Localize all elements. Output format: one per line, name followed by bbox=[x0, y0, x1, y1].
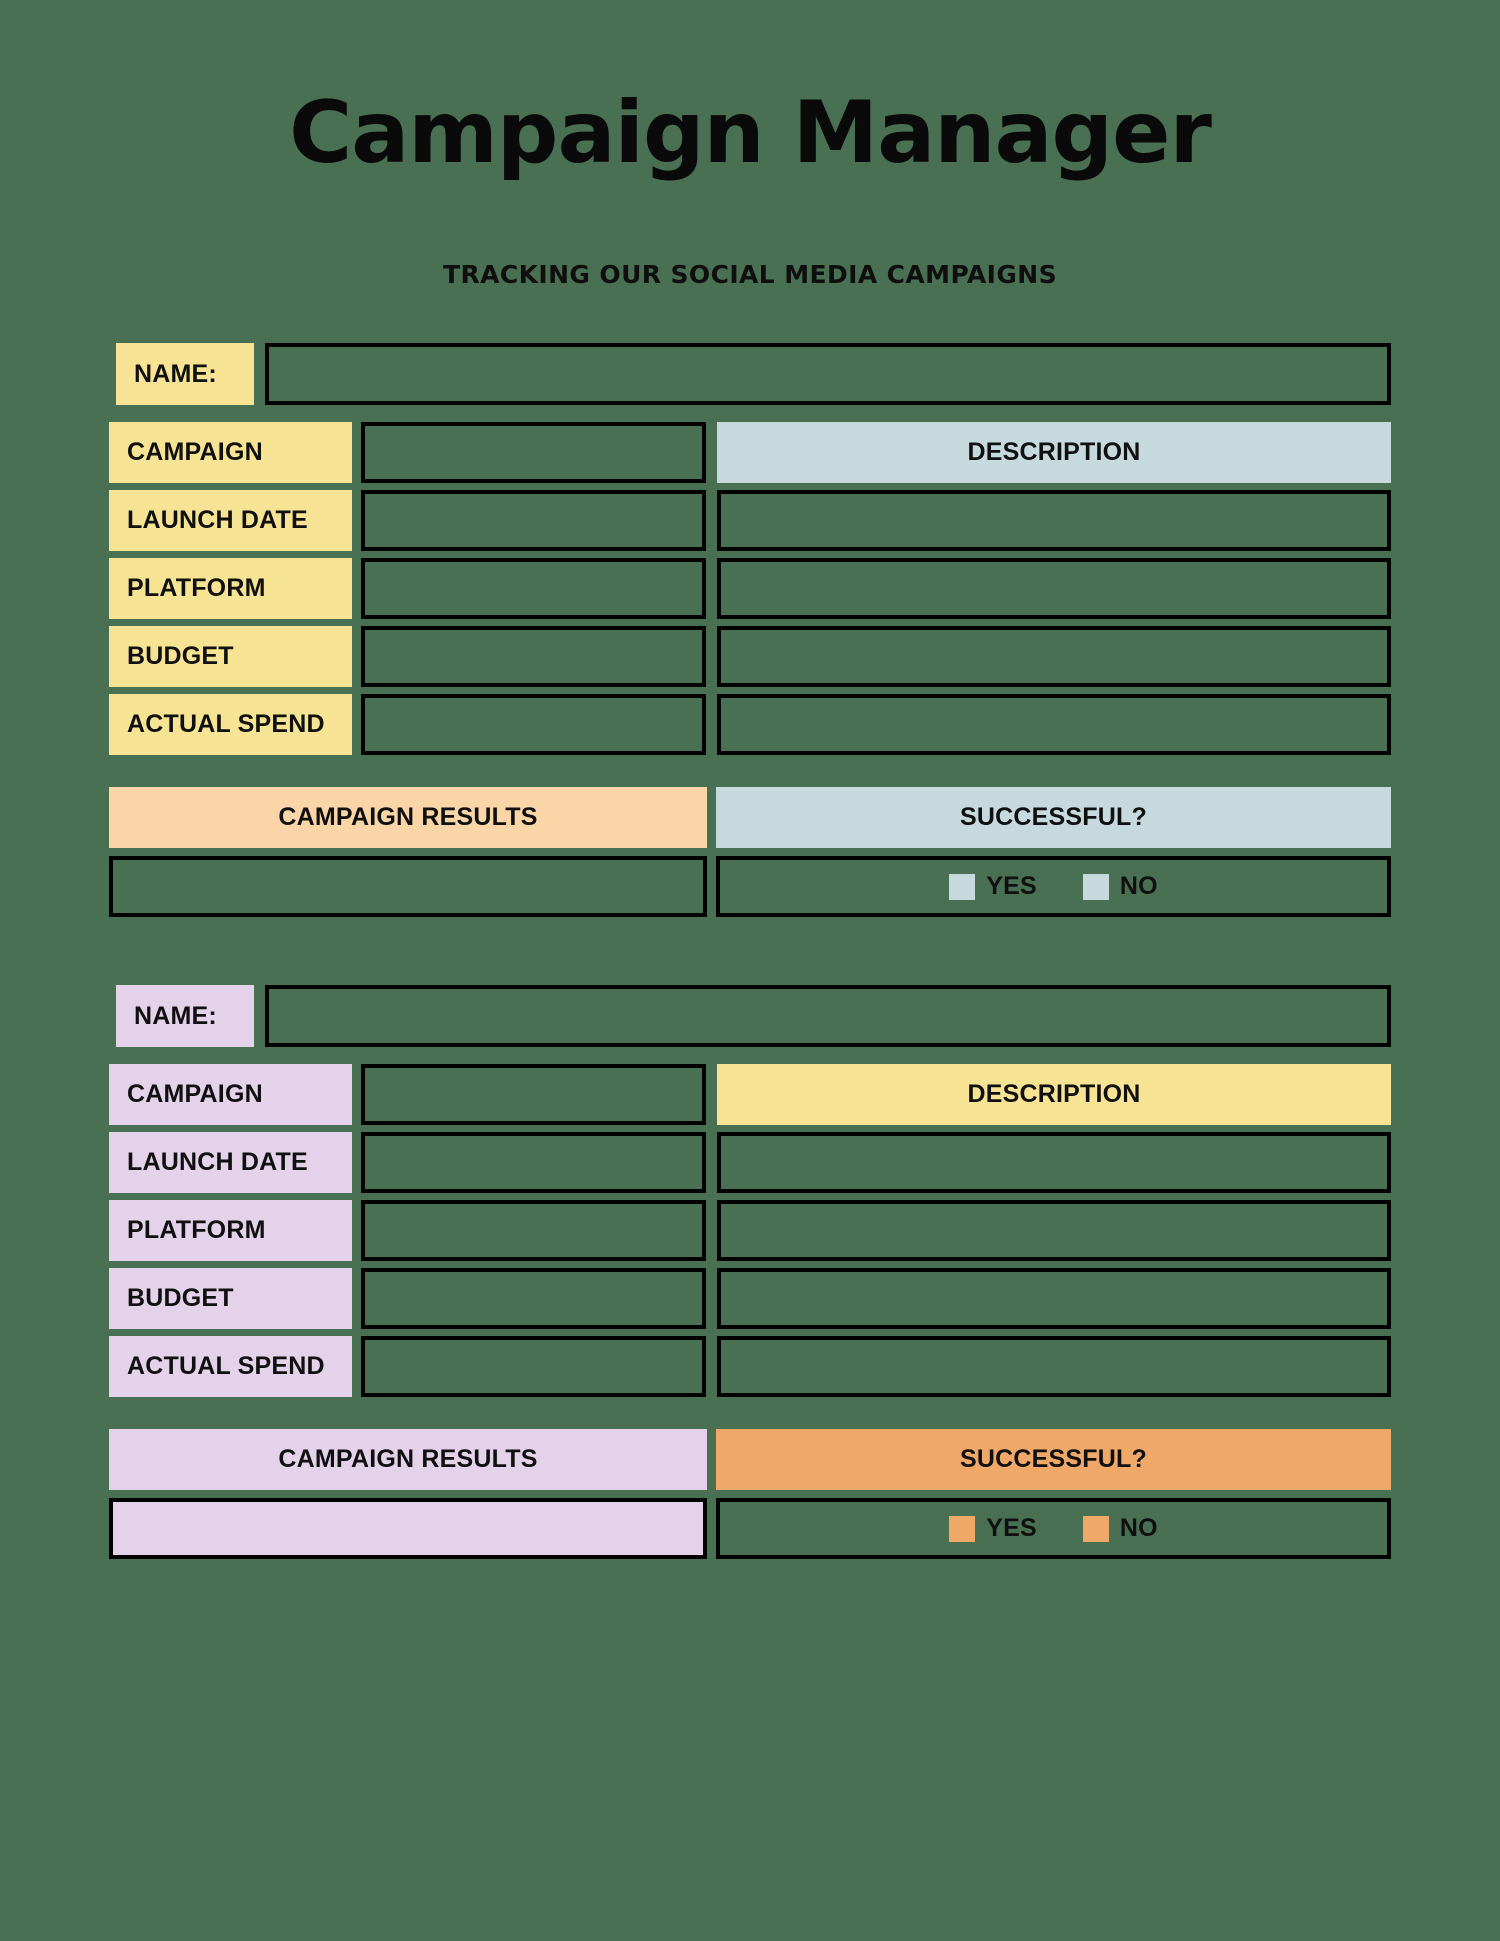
field-value-input[interactable] bbox=[361, 558, 706, 620]
checkbox-no-label: NO bbox=[1119, 872, 1158, 901]
field-value-input[interactable] bbox=[361, 694, 706, 756]
field-row: BUDGET bbox=[109, 626, 1391, 688]
field-label: LAUNCH DATE bbox=[109, 1132, 352, 1194]
checkbox-yes-icon[interactable] bbox=[949, 873, 976, 900]
field-label: CAMPAIGN bbox=[109, 1064, 352, 1126]
campaign-results-input[interactable] bbox=[109, 856, 707, 918]
name-label: NAME: bbox=[116, 985, 254, 1048]
successful-yes-option[interactable]: YES bbox=[949, 1514, 1037, 1543]
field-row: ACTUAL SPEND bbox=[109, 694, 1391, 756]
checkbox-no-label: NO bbox=[1119, 1514, 1158, 1543]
field-row: LAUNCH DATE bbox=[109, 1132, 1391, 1194]
field-value-input[interactable] bbox=[361, 1268, 706, 1330]
checkbox-yes-label: YES bbox=[986, 1514, 1037, 1543]
field-value-input[interactable] bbox=[361, 1064, 706, 1126]
page-subtitle: TRACKING OUR SOCIAL MEDIA CAMPAIGNS bbox=[443, 260, 1057, 290]
description-input[interactable] bbox=[717, 1336, 1391, 1398]
description-input[interactable] bbox=[717, 490, 1391, 552]
page-title: Campaign Manager bbox=[289, 83, 1212, 183]
field-label: CAMPAIGN bbox=[109, 422, 352, 484]
field-value-input[interactable] bbox=[361, 1336, 706, 1398]
field-row: CAMPAIGN DESCRIPTION bbox=[109, 1064, 1391, 1126]
name-row: NAME: bbox=[109, 343, 1391, 406]
field-label: LAUNCH DATE bbox=[109, 490, 352, 552]
successful-answer-box: YES NO bbox=[716, 1498, 1391, 1560]
successful-no-option[interactable]: NO bbox=[1082, 872, 1158, 901]
description-input[interactable] bbox=[717, 558, 1391, 620]
description-input[interactable] bbox=[717, 626, 1391, 688]
successful-yes-option[interactable]: YES bbox=[949, 872, 1037, 901]
name-row: NAME: bbox=[109, 985, 1391, 1048]
field-label: PLATFORM bbox=[109, 1200, 352, 1262]
name-input[interactable] bbox=[265, 985, 1391, 1048]
checkbox-no-icon[interactable] bbox=[1082, 1515, 1109, 1542]
successful-header: SUCCESSFUL? bbox=[716, 787, 1391, 849]
checkbox-yes-icon[interactable] bbox=[949, 1515, 976, 1542]
field-label: PLATFORM bbox=[109, 558, 352, 620]
successful-no-option[interactable]: NO bbox=[1082, 1514, 1158, 1543]
checkbox-no-icon[interactable] bbox=[1082, 873, 1109, 900]
field-label: ACTUAL SPEND bbox=[109, 1336, 352, 1398]
field-label: BUDGET bbox=[109, 1268, 352, 1330]
field-row: PLATFORM bbox=[109, 558, 1391, 620]
description-input[interactable] bbox=[717, 1268, 1391, 1330]
field-row: CAMPAIGN DESCRIPTION bbox=[109, 422, 1391, 484]
description-input[interactable] bbox=[717, 1200, 1391, 1262]
successful-answer-box: YES NO bbox=[716, 856, 1391, 918]
successful-header: SUCCESSFUL? bbox=[716, 1429, 1391, 1491]
field-value-input[interactable] bbox=[361, 1200, 706, 1262]
campaign-results-header: CAMPAIGN RESULTS bbox=[109, 1429, 707, 1491]
field-row: ACTUAL SPEND bbox=[109, 1336, 1391, 1398]
description-header: DESCRIPTION bbox=[717, 422, 1391, 484]
field-label: ACTUAL SPEND bbox=[109, 694, 352, 756]
campaign-results-header: CAMPAIGN RESULTS bbox=[109, 787, 707, 849]
results-body-row: YES NO bbox=[109, 1498, 1391, 1560]
name-input[interactable] bbox=[265, 343, 1391, 406]
field-row: LAUNCH DATE bbox=[109, 490, 1391, 552]
description-input[interactable] bbox=[717, 1132, 1391, 1194]
field-value-input[interactable] bbox=[361, 490, 706, 552]
field-value-input[interactable] bbox=[361, 1132, 706, 1194]
description-header: DESCRIPTION bbox=[717, 1064, 1391, 1126]
field-row: PLATFORM bbox=[109, 1200, 1391, 1262]
field-value-input[interactable] bbox=[361, 626, 706, 688]
field-label: BUDGET bbox=[109, 626, 352, 688]
campaign-results-input[interactable] bbox=[109, 1498, 707, 1560]
results-body-row: YES NO bbox=[109, 856, 1391, 918]
description-input[interactable] bbox=[717, 694, 1391, 756]
checkbox-yes-label: YES bbox=[986, 872, 1037, 901]
name-label: NAME: bbox=[116, 343, 254, 406]
field-value-input[interactable] bbox=[361, 422, 706, 484]
field-row: BUDGET bbox=[109, 1268, 1391, 1330]
